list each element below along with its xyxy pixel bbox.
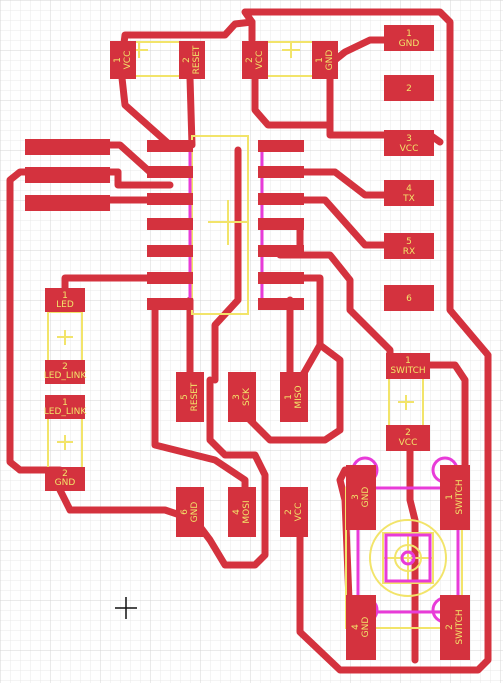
svg-text:LED: LED [56,300,74,310]
svg-text:1: 1 [284,394,294,400]
svg-text:MOSI: MOSI [242,500,252,523]
svg-text:1: 1 [62,291,68,301]
svg-text:SWITCH: SWITCH [455,609,465,644]
switch-resistor-pad-1: 1 SWITCH [390,356,425,376]
svg-text:GND: GND [325,50,335,71]
led-pad-3: 1 LED_LINK [44,398,88,417]
svg-text:4: 4 [232,509,242,515]
svg-text:2: 2 [405,428,411,438]
button-pad-1: 1 SWITCH [445,479,465,514]
svg-text:RESET: RESET [192,45,202,74]
pad-labels: 1 GND 2 3 VCC 4 TX 5 RX 6 1 VCC 2 RESET [44,29,465,645]
svg-text:SWITCH: SWITCH [390,366,425,376]
svg-text:RESET: RESET [190,382,200,411]
svg-text:5: 5 [406,237,412,247]
svg-text:3: 3 [351,494,361,500]
svg-text:5: 5 [180,394,190,400]
svg-text:2: 2 [406,84,412,94]
svg-text:2: 2 [62,362,68,372]
cap2-right-label: 1 GND [315,50,335,71]
svg-text:SCK: SCK [242,387,252,406]
svg-text:LED_LINK: LED_LINK [44,371,88,381]
cap2-left-label: 2 VCC [245,51,265,70]
copper-pads [25,25,470,660]
isp-pad-mosi: 4 MOSI [232,500,252,523]
svg-text:2: 2 [445,624,455,630]
svg-text:GND: GND [361,617,371,638]
svg-text:VCC: VCC [123,51,133,70]
svg-text:2: 2 [245,57,255,63]
header-pad-5: 5 RX [403,237,415,257]
button-pad-2: 2 SWITCH [445,609,465,644]
svg-text:4: 4 [351,624,361,630]
svg-text:VCC: VCC [399,438,418,448]
svg-text:1: 1 [62,398,68,408]
svg-text:VCC: VCC [400,144,419,154]
cap1-left-label: 1 VCC [113,51,133,70]
svg-text:GND: GND [190,502,200,523]
switch-resistor-pad-2: 2 VCC [399,428,418,448]
svg-text:SWITCH: SWITCH [455,479,465,514]
led-pad-4: 2 GND [55,469,76,488]
isp-pad-miso: 1 MISO [284,385,304,408]
svg-text:1: 1 [406,29,412,39]
isp-pad-reset: 5 RESET [180,382,200,411]
header-pad-6: 6 [406,294,412,304]
isp-pad-gnd: 6 GND [180,502,200,523]
svg-text:1: 1 [445,494,455,500]
svg-text:6: 6 [180,509,190,515]
cap1-right-label: 2 RESET [182,45,202,74]
svg-text:LED_LINK: LED_LINK [44,407,88,417]
svg-text:6: 6 [406,294,412,304]
svg-text:2: 2 [182,57,192,63]
button-pad-3: 3 GND [351,487,371,508]
led-pad-1: 1 LED [56,291,74,310]
svg-text:VCC: VCC [255,51,265,70]
svg-text:MISO: MISO [294,385,304,408]
isp-pad-sck: 3 SCK [232,387,252,406]
svg-text:GND: GND [361,487,371,508]
svg-text:1: 1 [315,57,325,63]
header-pad-3: 3 VCC [400,134,419,154]
svg-text:1: 1 [405,356,411,366]
svg-text:GND: GND [55,478,76,488]
svg-text:VCC: VCC [294,503,304,522]
crosshair-cursor-icon [115,597,137,619]
svg-text:1: 1 [113,57,123,63]
svg-text:3: 3 [406,134,412,144]
header-pad-1: 1 GND [399,29,420,49]
header-pad-2: 2 [406,84,412,94]
svg-text:3: 3 [232,394,242,400]
led-pad-2: 2 LED_LINK [44,362,88,381]
svg-text:2: 2 [62,469,68,479]
svg-text:RX: RX [403,247,415,257]
svg-text:TX: TX [402,194,415,204]
header-pad-4: 4 TX [402,184,415,204]
svg-text:2: 2 [284,509,294,515]
svg-text:4: 4 [406,184,412,194]
isp-pad-vcc: 2 VCC [284,503,304,522]
svg-text:GND: GND [399,39,420,49]
button-pad-4: 4 GND [351,617,371,638]
